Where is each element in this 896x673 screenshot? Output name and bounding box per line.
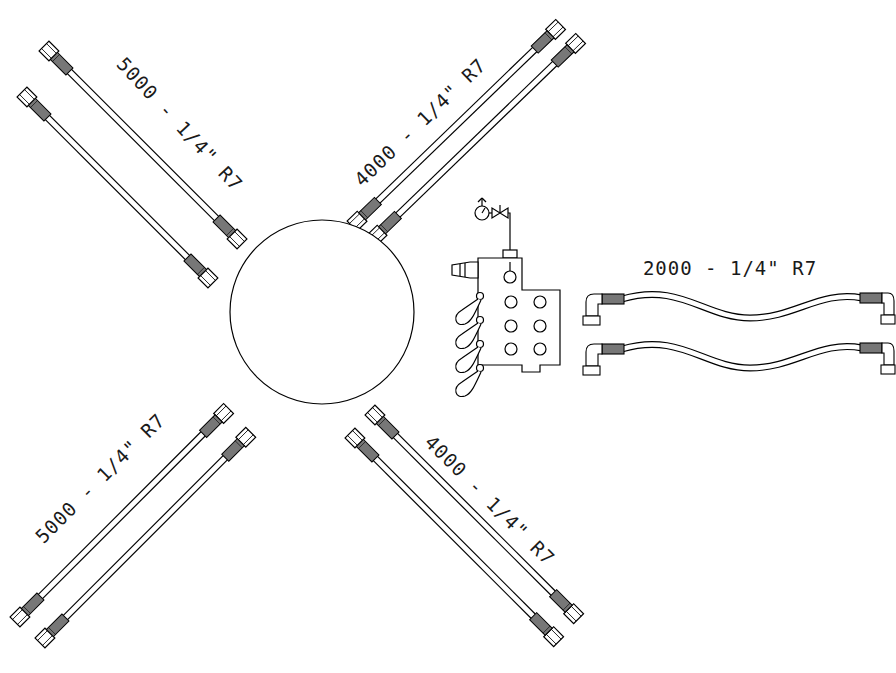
valve-block — [452, 198, 560, 397]
hose-spec-label: 4000 - 1/4" R7 — [419, 429, 561, 571]
hose-spec-label: 5000 - 1/4" R7 — [111, 51, 249, 196]
hose-reel — [230, 220, 414, 404]
hose-spec-label: 2000 - 1/4" R7 — [641, 257, 819, 279]
hose-spec-label: 4000 - 1/4" R7 — [348, 52, 491, 192]
straight-hoses — [10, 20, 585, 648]
curved-hoses — [583, 293, 895, 375]
hose-spec-label: 5000 - 1/4" R7 — [29, 407, 171, 549]
